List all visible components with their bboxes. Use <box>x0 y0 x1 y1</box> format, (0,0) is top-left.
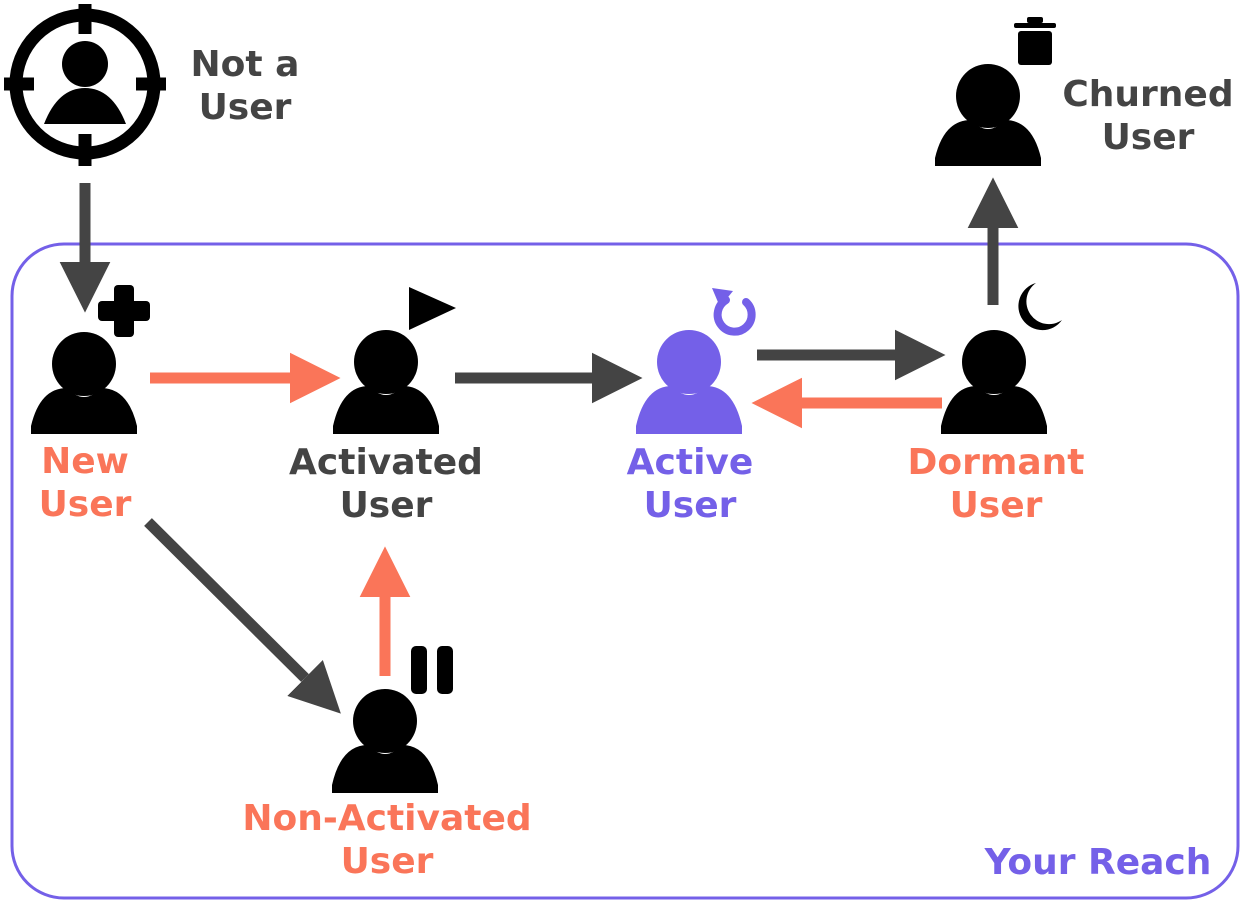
target-user-icon <box>4 4 166 166</box>
not-a-user-label: Not a User <box>175 43 315 129</box>
dormant-user-label-line1: Dormant <box>907 442 1085 483</box>
activated-user-label-line2: User <box>339 485 433 526</box>
refresh-icon <box>712 288 756 336</box>
dormant-user-person-icon <box>941 330 1047 434</box>
non-activated-user-label: Non-Activated User <box>230 797 544 883</box>
activated-user-label-line1: Activated <box>289 442 483 483</box>
active-user-label-line2: User <box>643 485 737 526</box>
trash-icon <box>1014 17 1056 65</box>
plus-icon <box>98 285 150 337</box>
activated-user-person-icon <box>333 330 439 434</box>
churned-user-person-icon <box>935 64 1041 166</box>
new-user-label-line2: User <box>38 484 132 525</box>
new-user-label: New User <box>20 440 150 526</box>
moon-icon <box>1018 283 1062 331</box>
arrow-new-to-non-activated <box>144 518 341 714</box>
activated-user-label: Activated User <box>271 441 501 527</box>
your-reach-label: Your Reach <box>984 842 1212 883</box>
pause-icon <box>411 646 453 694</box>
non-activated-user-label-line2: User <box>340 841 434 882</box>
active-user-person-icon <box>636 330 742 434</box>
new-user-label-line1: New <box>41 441 129 482</box>
active-user-label: Active User <box>600 441 780 527</box>
churned-user-label-line1: Churned <box>1062 74 1234 115</box>
your-reach-region <box>10 242 1240 900</box>
not-a-user-label-line2: User <box>198 87 292 128</box>
non-activated-user-person-icon <box>332 689 438 793</box>
dormant-user-label: Dormant User <box>884 441 1108 527</box>
new-user-person-icon <box>31 332 137 434</box>
churned-user-label: Churned User <box>1056 73 1240 159</box>
active-user-label-line1: Active <box>626 442 754 483</box>
dormant-user-label-line2: User <box>949 485 1043 526</box>
play-icon <box>409 287 456 330</box>
not-a-user-label-line1: Not a <box>190 44 300 85</box>
non-activated-user-label-line1: Non-Activated <box>242 798 532 839</box>
churned-user-label-line2: User <box>1101 117 1195 158</box>
